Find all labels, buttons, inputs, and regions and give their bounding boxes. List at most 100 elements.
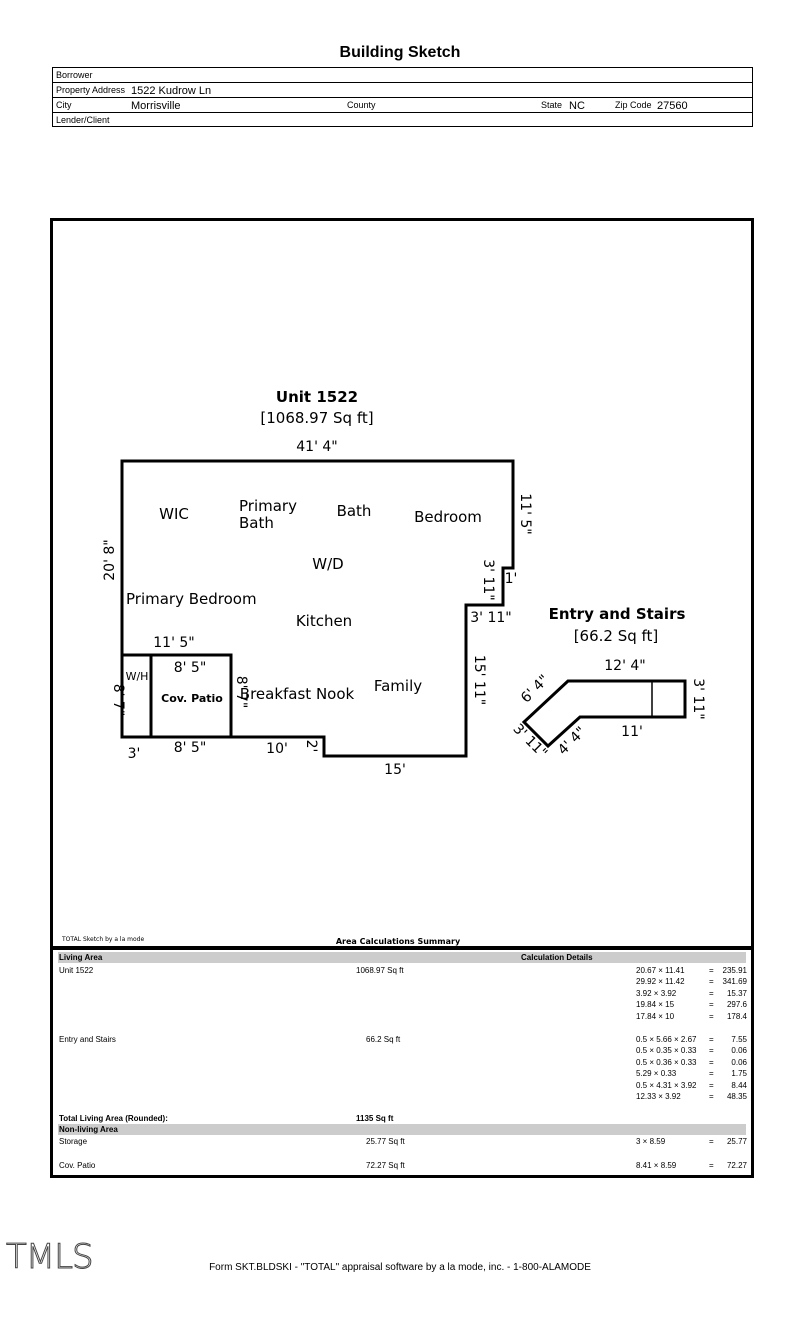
- unit-calc-v: 178.4: [726, 1011, 747, 1021]
- address-label: Property Address: [56, 85, 126, 95]
- unit-calc-eq: =: [709, 1000, 714, 1010]
- dim-patio-right: 8' 7": [233, 676, 249, 709]
- dim-left: 20' 8": [102, 539, 118, 580]
- patio-formula: 8.41 × 8.59: [636, 1161, 677, 1170]
- covered-patio: [149, 653, 233, 739]
- room-wh: W/H: [126, 670, 149, 683]
- room-bedroom: Bedroom: [414, 508, 482, 526]
- entry-name: Entry and Stairs: [59, 1035, 116, 1044]
- room-primary-bedroom: Primary Bedroom: [126, 590, 257, 608]
- unit-calc-f: 29.92 × 11.42: [636, 977, 685, 987]
- patio-eq: =: [709, 1161, 714, 1170]
- city-label: City: [56, 100, 72, 110]
- unit-calc-v: 15.37: [726, 988, 747, 998]
- dim-bottom-mid: 10': [266, 741, 288, 757]
- non-living-bar: [58, 1124, 746, 1135]
- unit-calc-f: 20.67 × 11.41: [636, 966, 685, 975]
- entry-calc-f: 0.5 × 0.35 × 0.33: [636, 1046, 697, 1056]
- entry-calc-v: 7.55: [731, 1035, 747, 1044]
- zip-value: 27560: [657, 100, 688, 112]
- living-area-heading: Living Area: [59, 953, 103, 962]
- total-label: Total Living Area (Rounded):: [59, 1114, 168, 1123]
- storage-name: Storage: [59, 1137, 88, 1146]
- address-row: Property Address 1522 Kudrow Ln: [53, 83, 752, 98]
- room-kitchen: Kitchen: [296, 612, 352, 630]
- entry-calc-eq: =: [709, 1057, 714, 1067]
- form-footer: Form SKT.BLDSKI - "TOTAL" appraisal soft…: [209, 1262, 591, 1273]
- calc-summary-title: Area Calculations Summary: [336, 937, 461, 946]
- unit-calc-f: 17.84 × 10: [636, 1011, 675, 1021]
- unit-calc-eq: =: [709, 1011, 714, 1021]
- county-label: County: [347, 100, 376, 110]
- unit-calc-eq: =: [709, 977, 714, 987]
- entry-calc-eq: =: [709, 1046, 714, 1056]
- dim-right-step-h: 3' 11": [470, 610, 511, 626]
- patio-value: 72.27: [726, 1161, 747, 1170]
- storage-sqft: 25.77 Sq ft: [366, 1137, 405, 1146]
- area-calculations: Living Area Calculation Details Unit 152…: [50, 946, 754, 1178]
- dim-wh-bottom: 3': [128, 746, 141, 762]
- entry-calc-eq: =: [709, 1069, 714, 1079]
- city-value: Morrisville: [131, 100, 181, 112]
- entry-calc-f: 0.5 × 0.36 × 0.33: [636, 1057, 697, 1067]
- room-bath: Bath: [337, 502, 372, 520]
- lender-label: Lender/Client: [56, 115, 110, 125]
- city-row: City Morrisville County State NC Zip Cod…: [53, 98, 752, 113]
- entry-sqft: 66.2 Sq ft: [366, 1035, 401, 1044]
- dim-right-small-v: 3' 11": [480, 559, 496, 600]
- entry-calc-v: 0.06: [731, 1046, 747, 1056]
- entry-calc-eq: =: [709, 1080, 714, 1090]
- storage-value: 25.77: [726, 1137, 747, 1146]
- page-title: Building Sketch: [339, 44, 461, 61]
- tmls-logo-text: TMLS: [6, 1238, 93, 1274]
- storage-eq: =: [709, 1137, 714, 1146]
- unit-name: Unit 1522: [59, 966, 94, 975]
- dim-right-top: 11' 5": [517, 493, 533, 534]
- room-breakfast-nook: Breakfast Nook: [240, 685, 355, 703]
- unit-sqft: 1068.97 Sq ft: [356, 966, 404, 975]
- unit-calc-v: 235.91: [722, 966, 747, 975]
- dim-wh-left: 8' 7": [110, 684, 126, 717]
- unit-calc-v: 297.6: [726, 1000, 747, 1010]
- room-primary-bath-2: Bath: [239, 514, 274, 532]
- calc-details-heading: Calculation Details: [521, 953, 593, 962]
- room-primary-bath-1: Primary: [239, 497, 297, 515]
- unit-outline: [120, 459, 515, 758]
- state-label: State: [541, 100, 563, 110]
- unit-calc-eq: =: [709, 966, 714, 975]
- unit-calc-eq: =: [709, 988, 714, 998]
- dim-top: 41' 4": [296, 439, 337, 455]
- tmls-logo-mark: TMLS: [6, 1237, 95, 1278]
- entry-calc-f: 12.33 × 3.92: [636, 1092, 681, 1101]
- patio-name: Cov. Patio: [59, 1161, 96, 1170]
- state-value: NC: [569, 100, 585, 112]
- dim-bottom-right: 15': [384, 762, 406, 778]
- borrower-row: Borrower: [53, 68, 752, 83]
- entry-calc-v: 8.44: [731, 1080, 747, 1090]
- entry-dim-top: 12' 4": [604, 658, 645, 674]
- non-living-heading: Non-living Area: [59, 1125, 118, 1134]
- unit-calc-f: 3.92 × 3.92: [636, 988, 677, 998]
- dim-right-lower: 15' 11": [471, 655, 487, 705]
- entry-dim-inner: 4' 4": [555, 724, 589, 758]
- entry-dim-right: 3' 11": [690, 678, 706, 719]
- unit-area: [1068.97 Sq ft]: [260, 409, 373, 427]
- room-wic: WIC: [159, 505, 189, 523]
- dim-bed-width: 11' 5": [153, 635, 194, 651]
- lender-row: Lender/Client: [53, 113, 752, 128]
- tmls-logo: TMLS: [6, 1237, 102, 1279]
- sketch-credit: TOTAL Sketch by a la mode: [61, 936, 144, 943]
- dim-patio-bottom: 8' 5": [174, 740, 207, 756]
- entry-calc-v: 48.35: [726, 1092, 747, 1101]
- entry-stairs-outline: [521, 679, 687, 749]
- zip-label: Zip Code: [615, 100, 652, 110]
- entry-calc-f: 0.5 × 5.66 × 2.67: [636, 1035, 697, 1044]
- storage-formula: 3 × 8.59: [636, 1137, 666, 1146]
- entry-calc-f: 0.5 × 4.31 × 3.92: [636, 1080, 697, 1090]
- entry-calc-v: 0.06: [731, 1057, 747, 1067]
- dim-patio-top: 8' 5": [174, 660, 207, 676]
- entry-area: [66.2 Sq ft]: [574, 627, 659, 645]
- living-area-bar: [58, 952, 746, 963]
- entry-calc-eq: =: [709, 1035, 714, 1044]
